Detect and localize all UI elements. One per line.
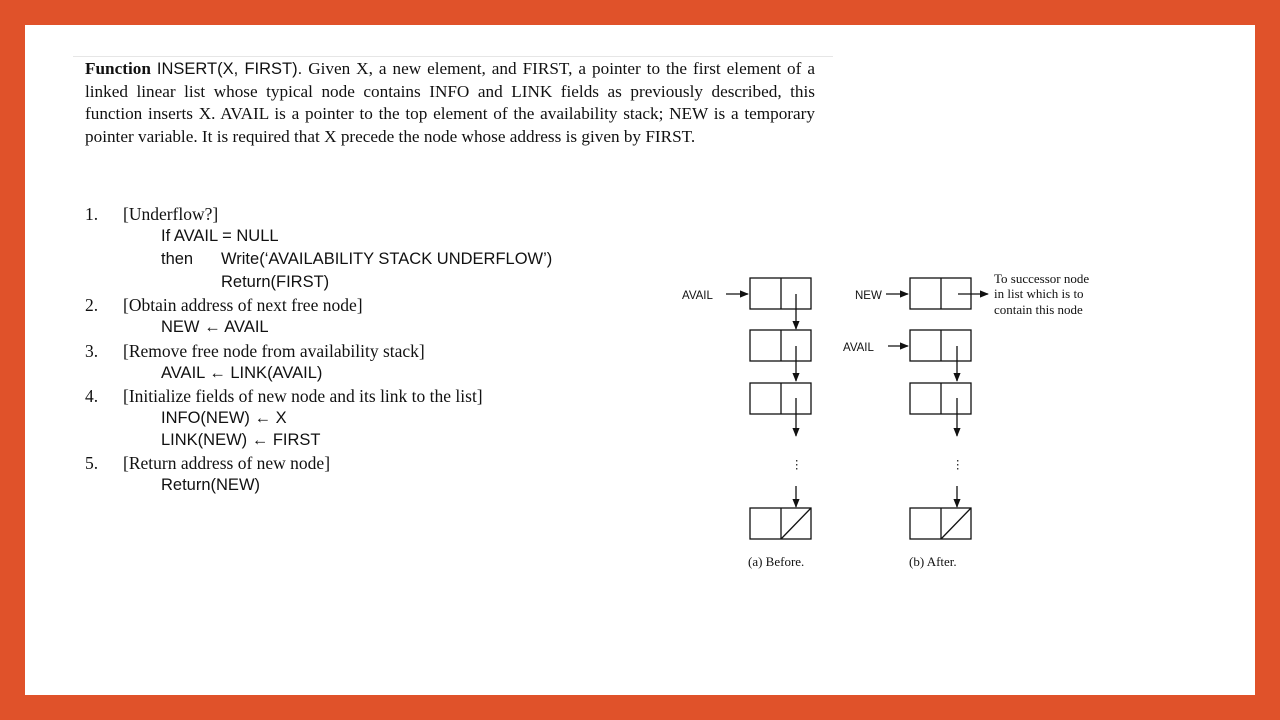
step-number: 2. bbox=[85, 295, 99, 315]
step-header: [Remove free node from availability stac… bbox=[123, 341, 425, 361]
before-diagram: AVAIL ⋮ (a) Before. bbox=[682, 277, 812, 569]
function-signature: INSERT(X, FIRST). bbox=[156, 60, 303, 78]
step-header: [Underflow?] bbox=[123, 204, 219, 224]
slide bbox=[25, 25, 1255, 695]
code-line: Return(NEW) bbox=[161, 476, 261, 494]
null-link-slash bbox=[780, 507, 812, 540]
step-header: [Return address of new node] bbox=[123, 453, 331, 473]
avail-label: AVAIL bbox=[843, 342, 874, 354]
step-number: 3. bbox=[85, 341, 99, 361]
code-line: If AVAIL = NULL bbox=[161, 227, 279, 245]
step-header: [Initialize fields of new node and its l… bbox=[123, 386, 483, 406]
avail-label: AVAIL bbox=[682, 290, 713, 302]
ellipsis: ⋮ bbox=[952, 459, 964, 471]
code-line: Return(FIRST) bbox=[221, 273, 330, 291]
after-diagram: NEW To successor node in list which is t… bbox=[843, 271, 1089, 569]
function-word: Function bbox=[85, 59, 151, 78]
caption-before: (a) Before. bbox=[748, 554, 804, 569]
intro-text-2: AVAIL is a pointer to the top element of… bbox=[85, 104, 815, 146]
caption-after: (b) After. bbox=[909, 554, 957, 569]
last-node bbox=[909, 507, 972, 540]
intro-text-1: Given X, a new element, and FIRST, a poi… bbox=[85, 59, 815, 123]
new-label: NEW bbox=[855, 290, 882, 302]
code-line: INFO(NEW) ← X bbox=[161, 409, 287, 427]
step-number: 4. bbox=[85, 386, 99, 406]
node bbox=[749, 382, 812, 415]
node bbox=[749, 277, 812, 310]
code-line: NEW ← AVAIL bbox=[161, 318, 269, 336]
node bbox=[909, 329, 972, 362]
step-header: [Obtain address of next free node] bbox=[123, 295, 363, 315]
node bbox=[749, 329, 812, 362]
then-keyword: then bbox=[161, 250, 194, 268]
code-line: Write(‘AVAILABILITY STACK UNDERFLOW’) bbox=[221, 250, 553, 268]
last-node bbox=[749, 507, 812, 540]
successor-note-line-2: in list which is to bbox=[994, 286, 1084, 301]
node bbox=[909, 382, 972, 415]
successor-note-line-1: To successor node bbox=[994, 271, 1089, 286]
code-line: LINK(NEW) ← FIRST bbox=[161, 431, 321, 449]
intro-paragraph: Function INSERT(X, FIRST). Given X, a ne… bbox=[85, 58, 815, 148]
top-rule bbox=[73, 56, 833, 57]
step-number: 1. bbox=[85, 204, 99, 224]
successor-note-line-3: contain this node bbox=[994, 302, 1083, 317]
code-line: AVAIL ← LINK(AVAIL) bbox=[161, 364, 323, 382]
step-number: 5. bbox=[85, 453, 99, 473]
null-link-slash bbox=[940, 507, 972, 540]
ellipsis: ⋮ bbox=[791, 459, 803, 471]
